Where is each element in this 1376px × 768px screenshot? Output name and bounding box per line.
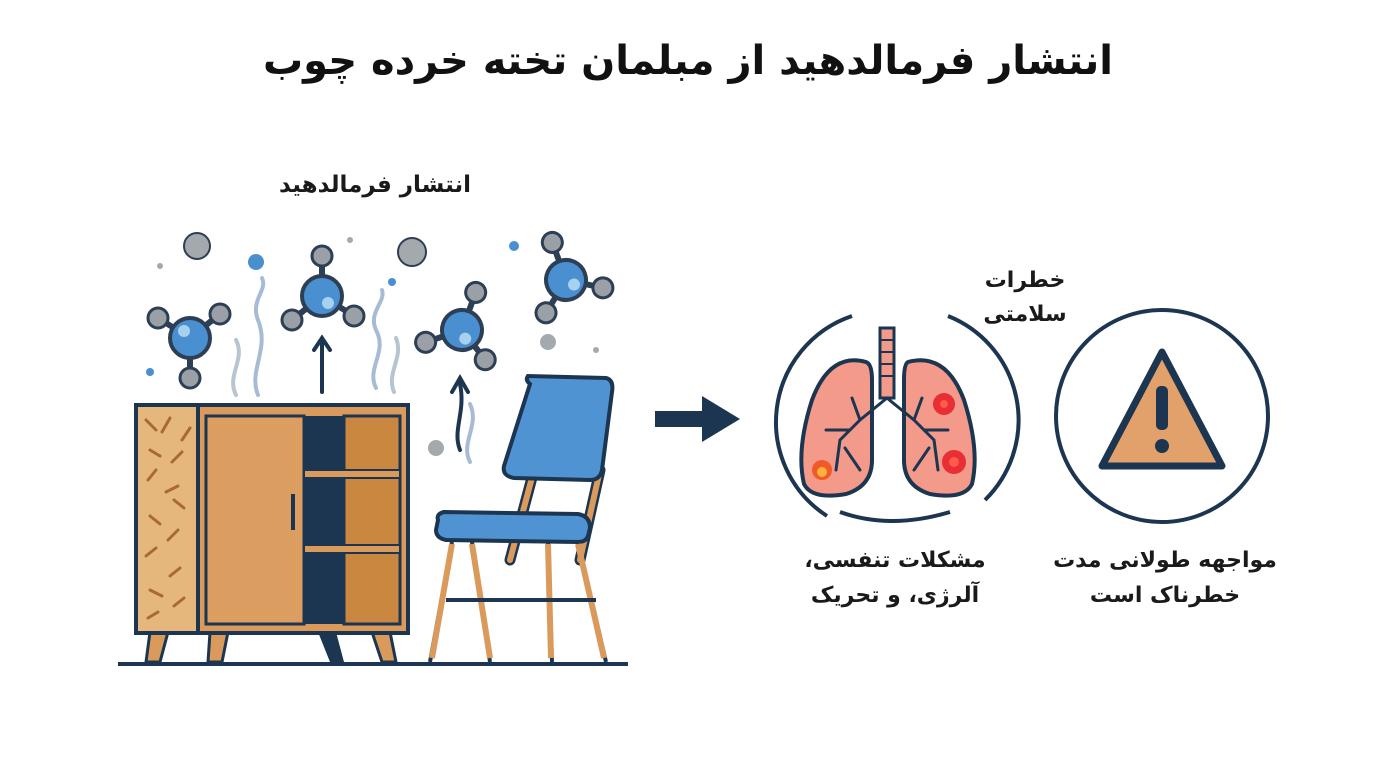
health-risks-line2: سلامتی [983,302,1067,328]
page-title: انتشار فرمالدهید از مبلمان تخته خرده چوب [262,38,1114,84]
lungs-caption-line2: آلرژی، و تحریک [810,583,980,609]
warning-icon [1054,308,1270,524]
formaldehyde-molecule-icon [511,219,617,326]
warning-caption-line2: خطرناک است [1089,583,1241,609]
lungs-caption: مشکلات تنفسی، آلرژی، و تحریک [770,543,1020,613]
vapor-lines [231,276,475,464]
health-risks-line1: خطرات [984,268,1066,293]
warning-caption-line1: مواجهه طولانی مدت [1053,548,1277,573]
health-risks-label: خطرات سلامتی [935,264,1115,332]
formaldehyde-molecule-icon [148,304,230,388]
emission-label: انتشار فرمالدهید [279,172,471,198]
lungs-icon [773,314,1021,523]
formaldehyde-molecule-icon [282,246,364,330]
chair-icon [428,373,615,663]
particles [146,232,599,456]
formaldehyde-molecule-icon [413,269,519,376]
arrow-right-icon [655,396,740,442]
cabinet-icon [134,403,410,664]
lungs-caption-line1: مشکلات تنفسی، [804,548,986,573]
warning-caption: مواجهه طولانی مدت خطرناک است [1030,543,1300,613]
